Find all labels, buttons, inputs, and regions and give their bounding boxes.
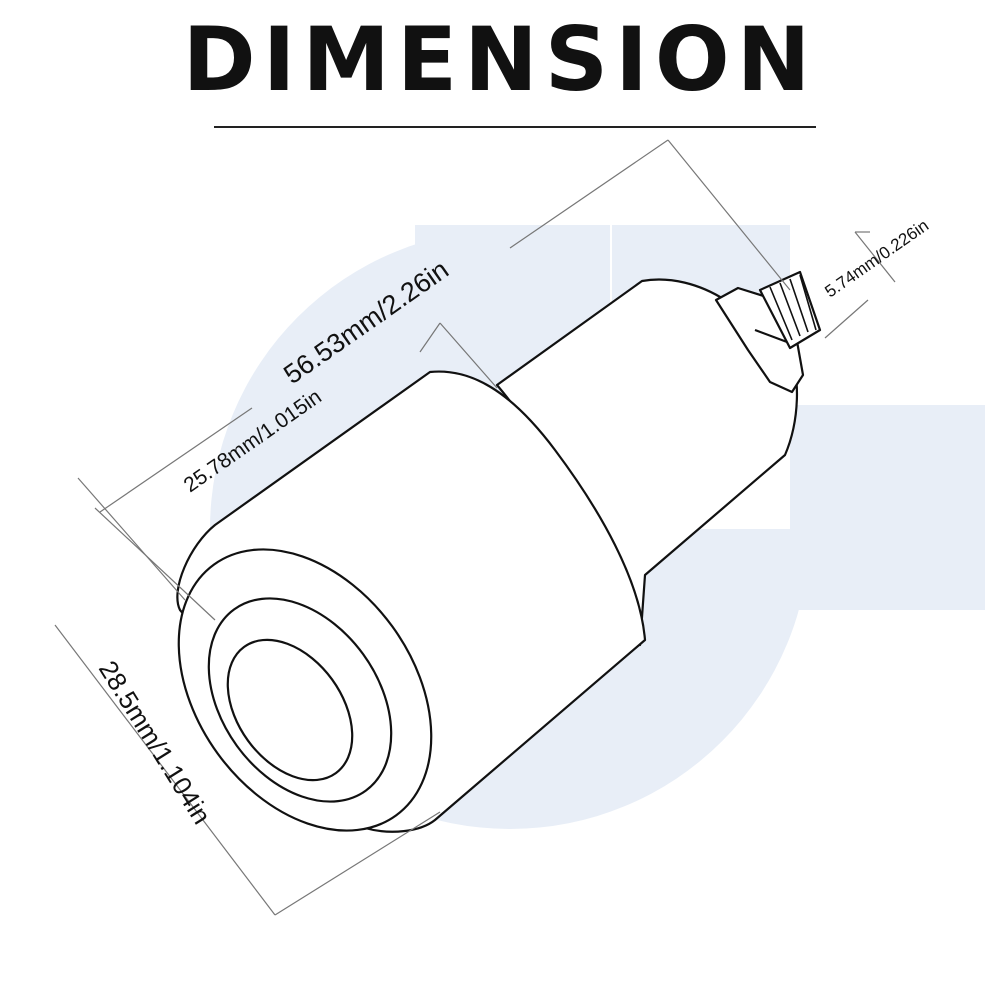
overall-length-extension-right — [667, 139, 791, 291]
outer-diameter-extension-bottom — [274, 811, 441, 916]
thread-lines — [769, 274, 817, 341]
page-title: DIMENSION — [182, 8, 818, 111]
outer-diameter-extension-top — [77, 477, 186, 601]
cap-length-tick — [419, 322, 441, 353]
logo-square-4 — [790, 405, 985, 610]
overall-length-extension-left — [439, 322, 498, 389]
thread-diameter-line — [854, 231, 896, 283]
overall-length-line — [509, 139, 669, 249]
part-outline — [176, 270, 822, 833]
thread-diameter-label: 5.74mm/0.226in — [821, 216, 932, 301]
cap-length-line — [99, 407, 253, 513]
cap-length-extension — [94, 507, 216, 621]
thread-diameter-tick-bottom — [824, 299, 869, 339]
dimension-lines — [54, 139, 896, 916]
outer-diameter-line — [54, 624, 276, 916]
cap-recess — [226, 638, 354, 782]
title-underline — [214, 126, 816, 128]
